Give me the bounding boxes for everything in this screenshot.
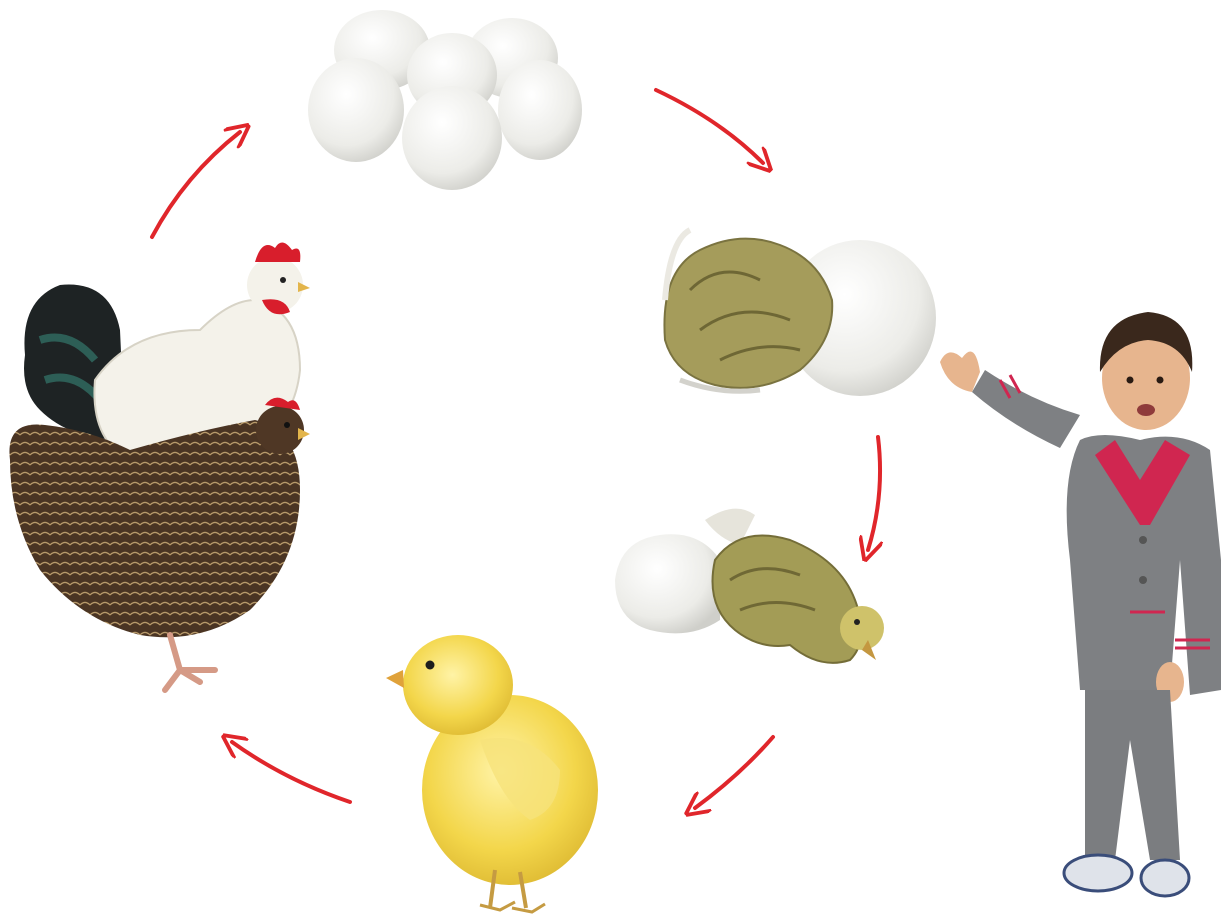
- boy-presenter-icon: [940, 312, 1221, 896]
- hen-rooster-icon: [9, 242, 310, 690]
- arrow-adult-to-eggs: [152, 132, 240, 237]
- arrow-hatching-to-hatched: [868, 437, 880, 550]
- eggs-icon: [308, 10, 582, 190]
- hatching-egg-icon: [664, 230, 936, 396]
- wet-chick-icon: [615, 509, 884, 663]
- arrow-eggs-to-hatching: [656, 90, 763, 163]
- chick-icon: [386, 635, 598, 912]
- arrow-chick-to-adult: [232, 742, 350, 802]
- arrow-hatched-to-chick: [695, 737, 773, 808]
